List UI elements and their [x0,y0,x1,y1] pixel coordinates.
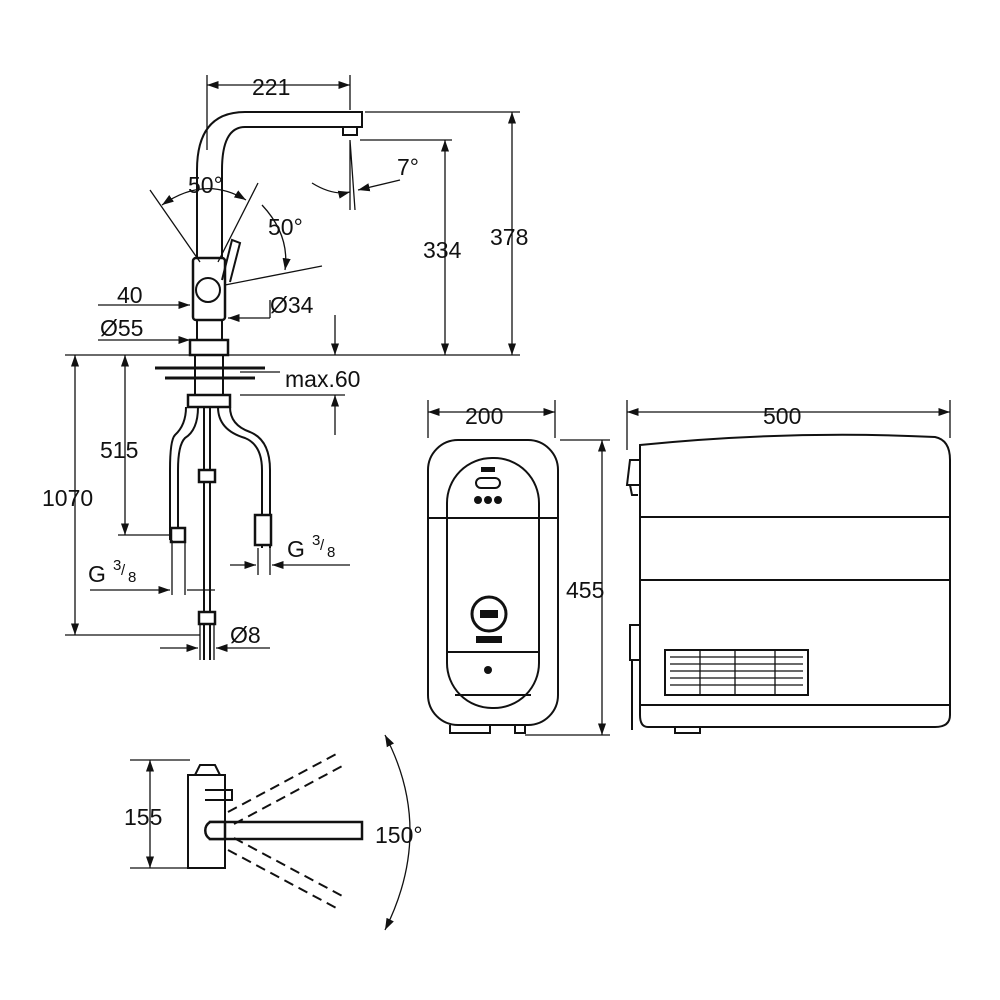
hose-right [217,406,263,548]
dim-334: 334 [423,237,462,263]
dim-455: 455 [566,577,604,603]
base-ring [188,338,230,357]
lever-housing [191,256,227,322]
boiler-front-view: 200 455 [427,400,610,736]
dim-o8: Ø8 [230,622,261,648]
thread-den: 8 [128,569,136,586]
spout-top [208,820,364,841]
dim-thread-left: G 3 / 8 [88,557,136,587]
thread-den: 8 [327,544,335,561]
faucet-labels: 221 50° 50° 7° 334 378 40 Ø55 Ø34 max.60… [42,74,528,648]
aerator [342,127,358,136]
dim-o55: Ø55 [100,315,143,341]
boiler-side-view: 500 [625,400,951,734]
dim-lever-angle-side: 50° [268,214,303,240]
dim-515: 515 [100,437,138,463]
dim-500: 500 [763,403,801,429]
faucet-side-view [149,111,363,660]
dim-lever-angle-top: 50° [188,172,223,198]
counter-top [155,366,265,380]
dim-200: 200 [465,403,503,429]
thread-letter: G [287,536,305,562]
dim-spout-angle: 7° [397,154,419,180]
faucet-top-view: 155 150° [124,734,423,931]
boiler-display [470,595,508,633]
lever-knob [195,277,221,303]
dim-thread-right: G 3 / 8 [287,532,335,562]
thread-num: 3 [312,532,320,549]
dim-40: 40 [117,282,143,308]
dim-155: 155 [124,804,162,830]
thread-num: 3 [113,557,121,574]
mounting-nut [186,393,232,409]
lever-angle-lines [149,182,259,263]
dim-1070: 1070 [42,485,93,511]
dim-o34: Ø34 [270,292,314,318]
faucet-dimensions [65,75,520,653]
vent-grill [664,649,809,696]
thread-slash: / [121,562,126,579]
lever [221,238,242,283]
dim-378: 378 [490,224,528,250]
thread-letter: G [88,561,106,587]
thread-slash: / [320,537,325,554]
hose-left [177,406,199,540]
faucet-body [196,111,363,355]
dim-221: 221 [252,74,290,100]
dim-150-deg: 150° [375,822,423,848]
dim-max60: max.60 [285,366,360,392]
